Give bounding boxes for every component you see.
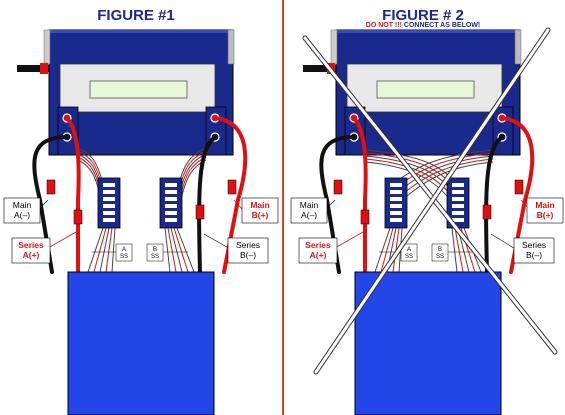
balance-board-a	[384, 177, 408, 229]
connector-series-a	[360, 209, 370, 225]
label-series-a-text: Series	[305, 240, 331, 250]
power-leads	[32, 116, 248, 274]
tag-a-ss-bottom: SS	[405, 254, 413, 260]
tag-a-ss-bottom: SS	[120, 254, 128, 260]
label-series-b-text: Series	[236, 240, 260, 250]
power-cable	[17, 65, 49, 72]
balance-wires	[77, 147, 207, 273]
charger	[303, 29, 522, 156]
figure-2-warning-blue: CONNECT AS BELOW!	[402, 22, 480, 29]
connector-main-a	[46, 179, 56, 195]
label-series-a: Series A(+)	[11, 231, 77, 264]
connector-main-b	[227, 179, 237, 195]
label-main-a: Main A(–)	[290, 197, 336, 224]
balance-board-a	[97, 177, 121, 229]
lcd-display	[376, 80, 475, 99]
tag-b-ss-top: B	[438, 247, 442, 253]
tag-a-ss-top: A	[407, 247, 411, 253]
tag-b-ss: B SS	[146, 243, 188, 262]
label-series-b-polarity: B(–)	[240, 250, 256, 260]
tag-b-ss: B SS	[431, 243, 475, 262]
label-main-b: Main B(+)	[520, 197, 564, 224]
tag-b-ss-bottom: SS	[151, 254, 159, 260]
connector-main-a	[333, 179, 343, 195]
label-main-a-polarity: A(–)	[14, 210, 30, 220]
label-main-b-polarity: B(+)	[537, 210, 554, 220]
battery-pack	[67, 271, 215, 415]
label-series-b: Series B(–)	[203, 233, 269, 264]
label-series-b-polarity: B(–)	[526, 250, 542, 260]
label-series-a-polarity: A(+)	[310, 250, 327, 260]
lcd-display	[89, 80, 188, 99]
tag-a-ss: A SS	[379, 243, 418, 262]
figure-2-warning-red: DO NOT !!!	[366, 22, 402, 29]
charger	[17, 29, 235, 156]
power-leads	[319, 116, 535, 274]
connector-series-b	[195, 204, 205, 220]
tag-a-ss-top: A	[122, 247, 126, 253]
label-main-a-polarity: A(–)	[301, 210, 317, 220]
label-main-a-text: Main	[300, 200, 319, 210]
figure-1-title: FIGURE #1	[97, 7, 175, 24]
tag-b-ss-top: B	[153, 247, 157, 253]
connector-series-a	[73, 209, 83, 225]
label-main-a-text: Main	[13, 200, 32, 210]
charger-side-panel	[227, 29, 235, 65]
label-series-a: Series A(+)	[298, 231, 364, 264]
charger-side-panel	[514, 29, 522, 65]
label-main-b-text: Main	[535, 200, 554, 210]
connector-series-b	[482, 204, 492, 220]
label-series-b-text: Series	[522, 240, 546, 250]
label-main-b-text: Main	[250, 200, 269, 210]
label-main-b-polarity: B(+)	[252, 210, 269, 220]
figure-2: FIGURE # 2 DO NOT !!! CONNECT AS BELOW!	[290, 7, 564, 415]
connector-main-b	[514, 179, 524, 195]
figure-2-title: FIGURE # 2	[382, 7, 464, 24]
label-main-b: Main B(+)	[233, 197, 279, 224]
balance-board-b	[159, 177, 183, 229]
figure-1: FIGURE #1	[3, 7, 279, 415]
tag-a-ss: A SS	[92, 243, 133, 262]
cross-out-x	[302, 27, 558, 375]
label-series-a-polarity: A(+)	[23, 250, 40, 260]
label-main-a: Main A(–)	[3, 197, 49, 224]
label-series-b: Series B(–)	[490, 233, 555, 264]
power-cable	[303, 65, 336, 72]
figure-2-warning: DO NOT !!! CONNECT AS BELOW!	[366, 22, 480, 29]
tag-b-ss-bottom: SS	[436, 254, 444, 260]
battery-pack	[354, 271, 502, 415]
label-series-a-text: Series	[18, 240, 44, 250]
